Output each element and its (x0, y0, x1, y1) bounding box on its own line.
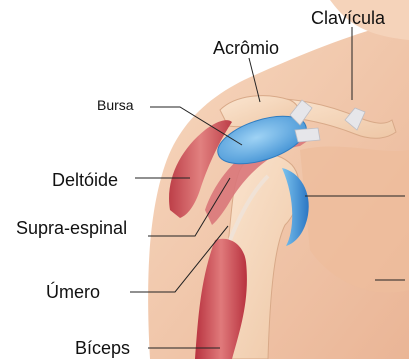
label-biceps: Bíceps (75, 339, 130, 357)
label-clavicula: Clavícula (311, 9, 385, 27)
label-deltoide: Deltóide (52, 171, 118, 189)
label-umero: Úmero (46, 283, 100, 301)
label-acromio: Acrômio (213, 39, 279, 57)
label-supra-espinal: Supra-espinal (16, 219, 127, 237)
label-bursa: Bursa (97, 98, 134, 112)
